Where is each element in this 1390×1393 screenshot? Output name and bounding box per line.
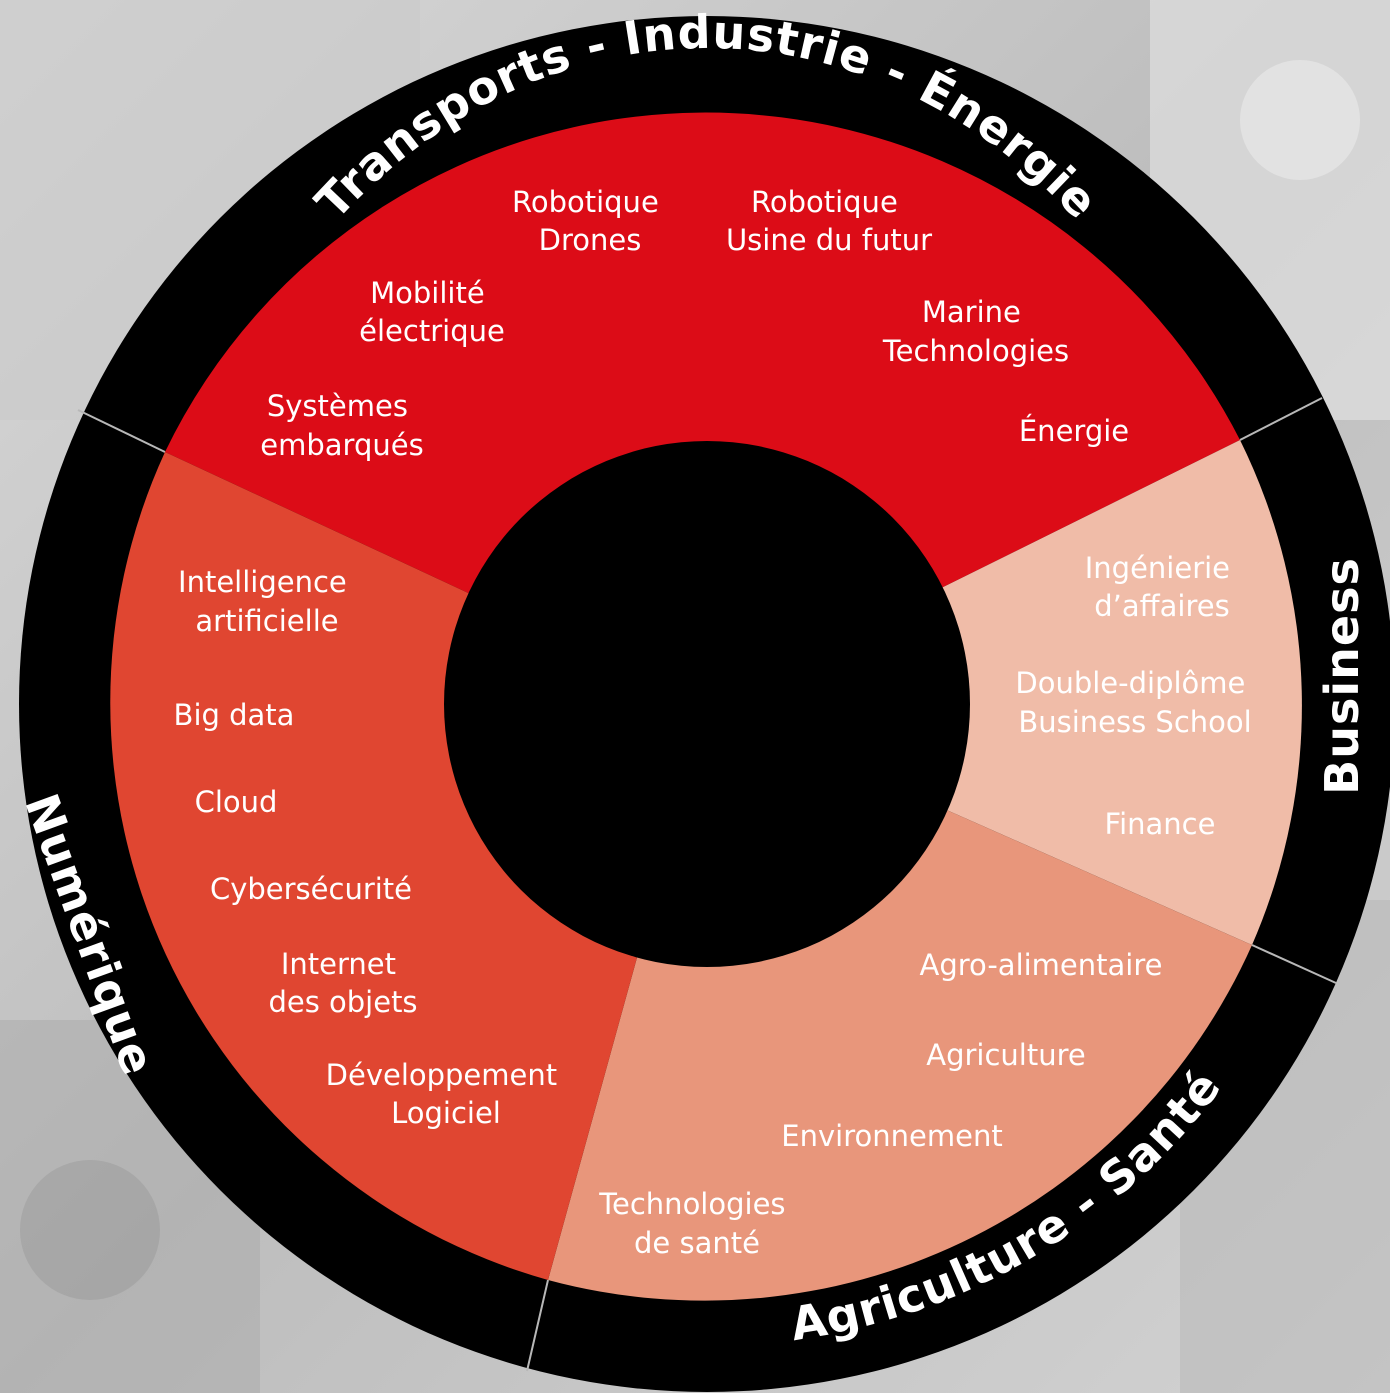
- ring-divider-top-right: [1239, 397, 1323, 441]
- category-label-business: Business: [1315, 557, 1369, 795]
- item-energie: Énergie: [1019, 414, 1129, 448]
- item-mobilite-electrique: Mobilité électrique: [359, 276, 505, 348]
- item-ingenierie-affaires: Ingénierie d’affaires: [1085, 551, 1240, 623]
- item-technologies-de-sante: Technologies de santé: [598, 1187, 795, 1260]
- item-cybersecurite: Cybersécurité: [210, 872, 412, 906]
- item-big-data: Big data: [174, 698, 295, 732]
- item-finance: Finance: [1105, 807, 1216, 841]
- ring-divider-bottom-right: [1251, 944, 1337, 984]
- ring-divider-bottom-left: [526, 1279, 549, 1372]
- item-robotique-usine-du-futur: Robotique Usine du futur: [726, 185, 932, 257]
- item-robotique-drones: Robotique Drones: [512, 185, 668, 257]
- item-environnement: Environnement: [781, 1119, 1002, 1153]
- item-internet-des-objets: Internet des objets: [268, 947, 417, 1019]
- item-developpement-logiciel: Développement Logiciel: [326, 1058, 567, 1130]
- item-systemes-embarques: Systèmes embarqués: [260, 389, 423, 462]
- sector-business: [707, 440, 1302, 945]
- center-hub: [444, 441, 970, 967]
- item-marine-technologies: Marine Technologies: [882, 295, 1069, 368]
- item-agriculture: Agriculture: [926, 1038, 1086, 1072]
- item-agro-alimentaire: Agro-alimentaire: [920, 948, 1163, 982]
- item-cloud: Cloud: [195, 785, 278, 819]
- item-double-diplome: Double-diplôme Business School: [1015, 666, 1254, 739]
- item-intelligence-artificielle: Intelligence artificielle: [178, 565, 356, 638]
- ring-divider-top-left: [77, 409, 166, 453]
- sector-transports-industrie-energie: [165, 112, 1240, 704]
